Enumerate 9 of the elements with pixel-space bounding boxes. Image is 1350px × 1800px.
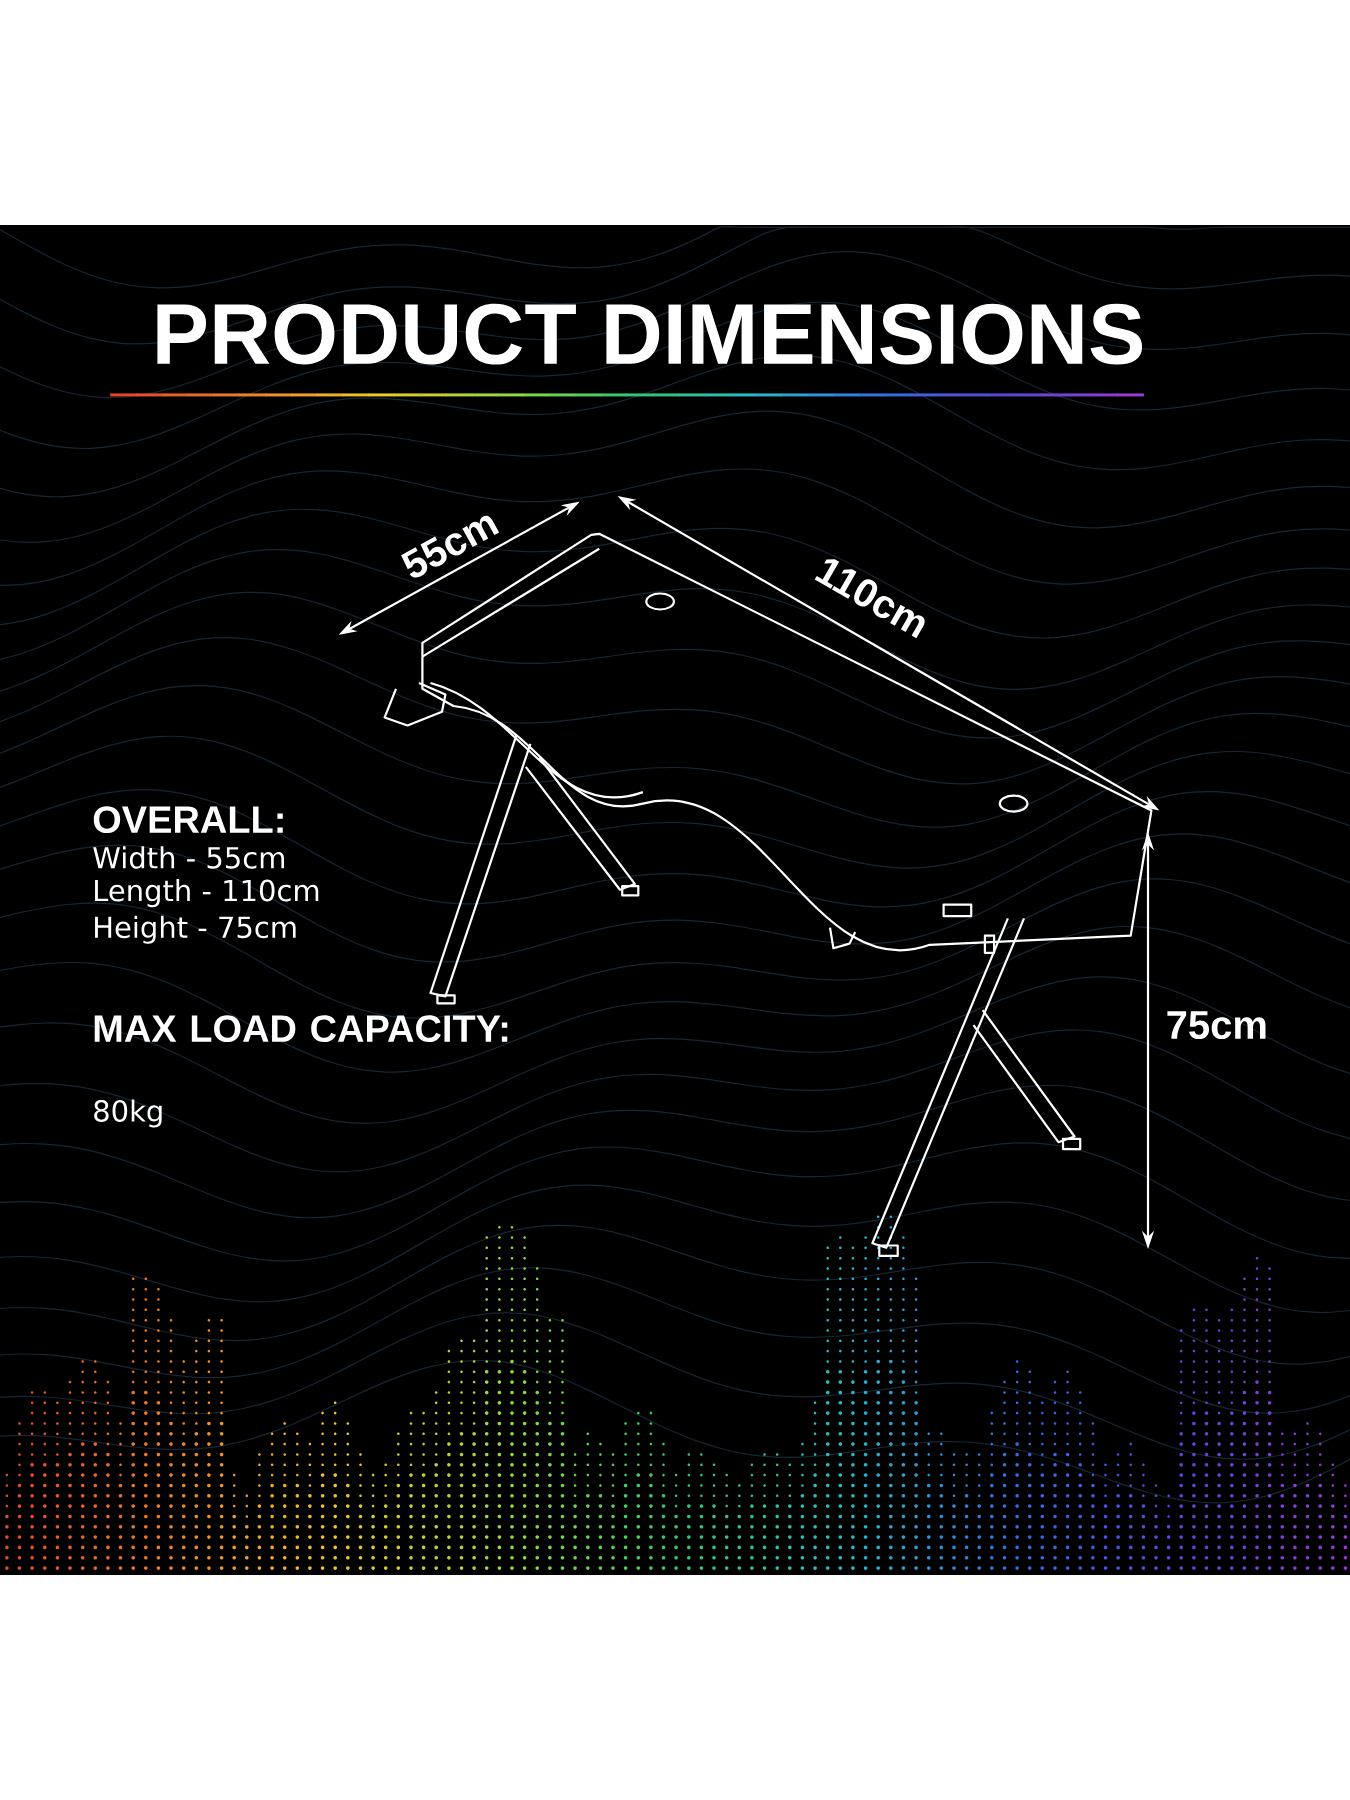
spec-text: Length - 110cm	[95, 879, 319, 908]
dimension-label: 75cm	[1167, 1011, 1266, 1040]
spec-text: Height - 75cm	[95, 915, 296, 944]
spec-text: 80kg	[94, 1099, 162, 1128]
dimension-label: 55cm	[401, 515, 500, 578]
spec-text: Width - 55cm	[93, 846, 284, 869]
heading: MAX LOAD CAPACITY:	[94, 1015, 508, 1043]
title: PRODUCT DIMENSIONS	[157, 303, 1143, 365]
heading: OVERALL:	[93, 806, 283, 834]
